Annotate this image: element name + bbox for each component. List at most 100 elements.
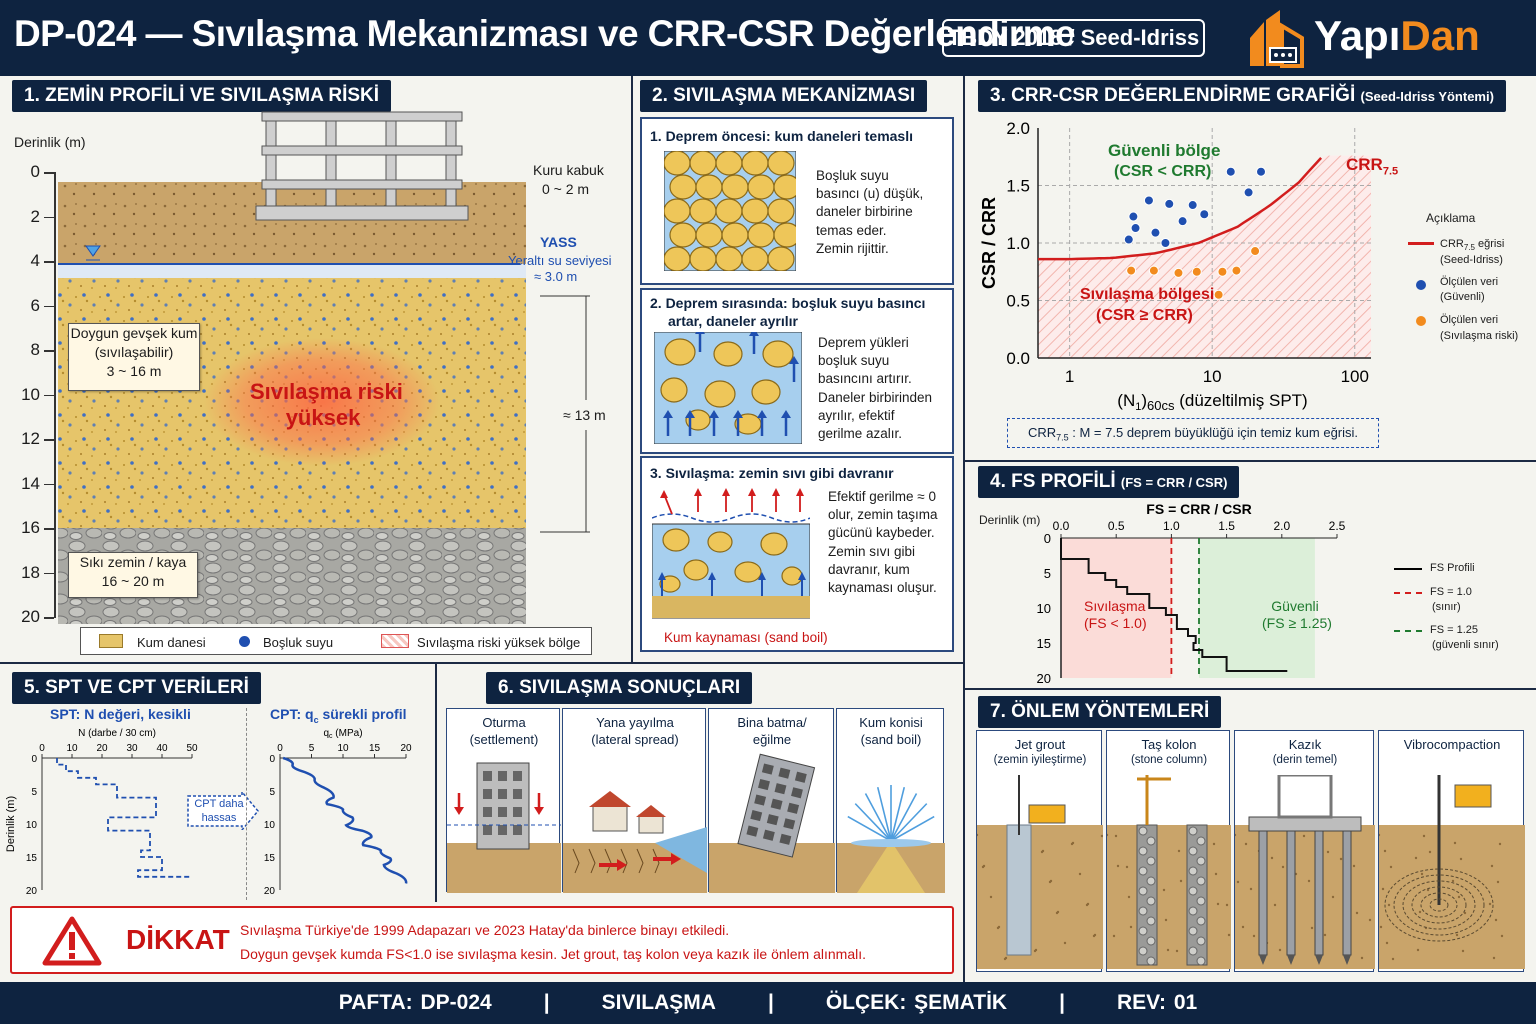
- stage-desc-line: davranır, kum: [828, 561, 910, 577]
- legend-crr-swatch: [1408, 242, 1434, 245]
- depth-tick: 16: [21, 518, 40, 537]
- arrow-head: [749, 332, 759, 336]
- stone: [1138, 886, 1148, 896]
- window: [498, 825, 507, 835]
- depth-tick-mark: [44, 483, 54, 485]
- window: [754, 794, 767, 806]
- x-tick-label: 20: [400, 743, 412, 754]
- sand-grain: [721, 174, 749, 200]
- soil-dot: [1244, 842, 1248, 846]
- stage-desc-line: Boşluk suyu: [816, 168, 889, 183]
- stone: [1188, 826, 1198, 836]
- risk-data-point: [1148, 265, 1159, 276]
- stone: [1138, 926, 1148, 936]
- pile: [1258, 830, 1268, 956]
- arrow-head: [757, 410, 767, 418]
- soil-dot: [1078, 872, 1082, 876]
- footer-item: PAFTA: DP-024: [338, 991, 492, 1014]
- window: [791, 787, 803, 799]
- water-jet: [847, 815, 892, 842]
- divider: [963, 76, 965, 982]
- crust-label: Kuru kabuk: [533, 162, 604, 178]
- mitigation-subtitle: (derin temel): [1272, 754, 1338, 766]
- water-jet: [854, 803, 892, 842]
- fs-legend-2: FS = 1.0: [1430, 586, 1472, 598]
- sand-grain: [773, 222, 796, 248]
- vibration-wave: [1429, 898, 1449, 912]
- soil-dot: [1040, 850, 1044, 854]
- stage-3-panel: 3. Sıvılaşma: zemin sıvı gibi davranır E…: [640, 456, 954, 652]
- fs-safe-label: Güvenli(FS ≥ 1.25): [1262, 598, 1332, 631]
- x-axis-label: (N1)60cs (düzeltilmiş SPT): [1117, 391, 1307, 413]
- stone: [1188, 866, 1198, 876]
- stage-1-panel: 1. Deprem öncesi: kum daneleri temaslı B…: [640, 117, 954, 285]
- soil-dot: [1236, 880, 1240, 884]
- sand-grain: [747, 174, 775, 200]
- arrow-head: [709, 410, 719, 418]
- brand-logo-icon: [1250, 10, 1304, 68]
- pile-tip: [1315, 955, 1323, 965]
- safe-data-point: [1123, 234, 1134, 245]
- soil-dot: [1428, 850, 1432, 854]
- stone: [1196, 916, 1206, 926]
- soil-dot: [1112, 934, 1116, 938]
- footer-item: SIVILAŞMA: [601, 991, 716, 1014]
- risk-data-point: [1231, 265, 1242, 276]
- sand-grain: [751, 379, 781, 405]
- arrow-head: [781, 410, 791, 418]
- y-tick-label: 10: [26, 820, 38, 831]
- sand-grain: [747, 222, 775, 248]
- y-axis-label: CSR / CRR: [979, 197, 999, 289]
- fs-legend-3-sub: (güvenli sınır): [1432, 639, 1499, 651]
- stone: [1188, 906, 1198, 916]
- depth-tick: 18: [21, 562, 40, 582]
- fs-profile-line: [1060, 538, 1288, 672]
- warning-line-2: Doygun gevşek kumda FS<1.0 ise sıvılaşma…: [240, 946, 867, 962]
- house: [592, 804, 628, 832]
- soil-dot: [1461, 949, 1465, 953]
- fs-liq-label: Sıvılaşma(FS < 1.0): [1084, 598, 1147, 631]
- warning-title: DİKKAT: [126, 924, 230, 955]
- depth-tick-mark: [44, 305, 54, 307]
- y-tick-label: 0.0: [1006, 349, 1030, 368]
- window: [498, 789, 507, 799]
- soil-dot: [1114, 834, 1118, 838]
- safe-data-point: [1130, 223, 1141, 234]
- y-tick-label: 15: [26, 853, 38, 864]
- risk-data-point: [1250, 246, 1261, 257]
- liq-zone-cond: (CSR ≥ CRR): [1096, 307, 1193, 324]
- depth-tick-mark: [44, 172, 54, 174]
- fs-legend-1: FS Profili: [1430, 562, 1475, 574]
- soil-dot: [1326, 850, 1330, 854]
- soil-dot: [1418, 910, 1422, 914]
- stone: [1196, 936, 1206, 946]
- depth-axis-line: [54, 172, 56, 618]
- layer-thickness: ≈ 13 m: [563, 407, 606, 423]
- sand-grain: [669, 174, 697, 200]
- spt-title: SPT: N değeri, kesikli: [50, 706, 191, 722]
- water: [655, 827, 707, 873]
- sand-grain: [715, 246, 743, 271]
- soil-dot: [1129, 925, 1133, 929]
- legend-safe-swatch: [1416, 280, 1426, 290]
- warning-box: DİKKAT Sıvılaşma Türkiye'de 1999 Adapaza…: [10, 906, 954, 974]
- fs-axis-title: FS = CRR / CSR: [1146, 501, 1251, 517]
- safe-data-point: [1187, 200, 1198, 211]
- warning-icon: [42, 916, 102, 966]
- consequence-illustration: [837, 785, 945, 893]
- sand-grain: [689, 198, 717, 224]
- soil-dot: [1055, 911, 1059, 915]
- crack: [572, 848, 580, 874]
- section-4-title: 4. FS PROFİLİ (FS = CRR / CSR): [978, 466, 1240, 498]
- stage-desc-line: Zemin rijittir.: [816, 240, 889, 256]
- mitigation-subtitle: (zemin iyileştirme): [993, 754, 1087, 766]
- soil-legend: Kum danesi Boşluk suyu Sıvılaşma riski y…: [80, 627, 592, 655]
- ground: [447, 843, 561, 893]
- consequence-subtitle: eğilme: [752, 732, 792, 747]
- soil: [1235, 825, 1375, 969]
- safe-data-point: [1143, 195, 1154, 206]
- stone: [1138, 826, 1148, 836]
- soil-dot: [1125, 865, 1129, 869]
